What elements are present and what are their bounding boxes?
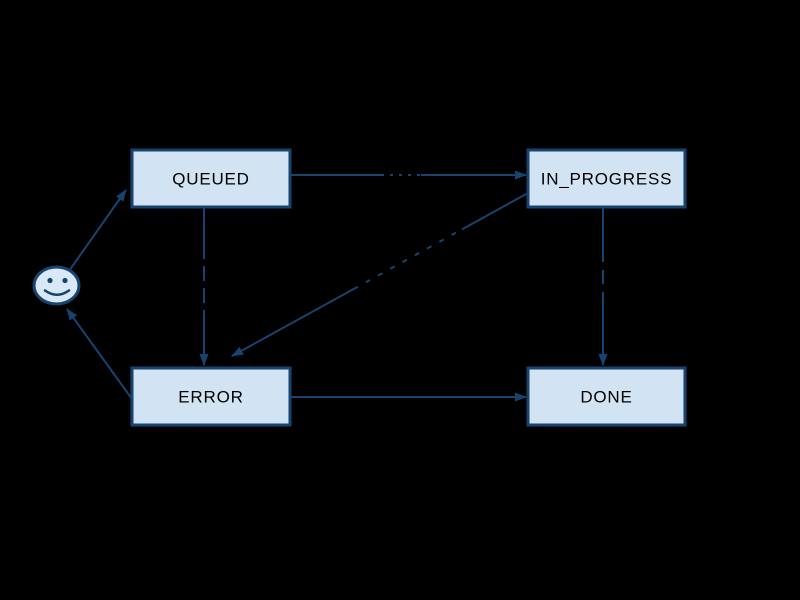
obscured-edge-label [356, 226, 464, 290]
smiley-left-eye [47, 277, 53, 284]
state-node-queued: QUEUED [130, 148, 292, 209]
smiley-right-eye [62, 277, 68, 284]
state-label-in-progress: IN_PROGRESS [541, 170, 673, 189]
edge-in-progress-to-error [231, 192, 529, 357]
edge-error-to-start [66, 308, 133, 400]
state-node-error: ERROR [130, 366, 292, 427]
state-label-done: DONE [580, 388, 632, 407]
edge-start-to-queued [68, 189, 127, 272]
smiley-mouth [43, 289, 71, 296]
state-label-queued: QUEUED [172, 170, 250, 189]
state-label-error: ERROR [178, 388, 243, 407]
smiley-face-icon [32, 265, 81, 306]
state-node-done: DONE [526, 366, 687, 427]
state-node-in-progress: IN_PROGRESS [526, 148, 687, 209]
